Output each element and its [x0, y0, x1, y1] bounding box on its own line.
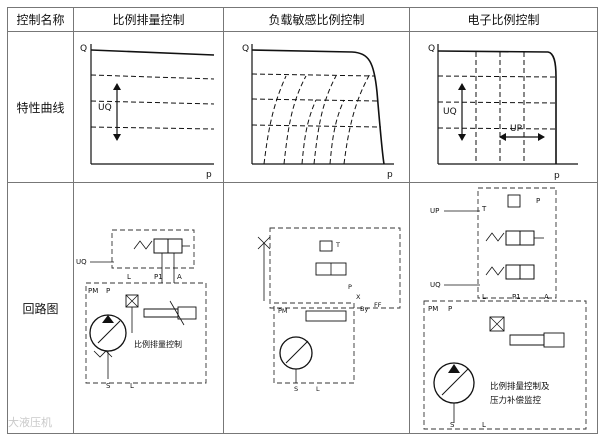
c3-p-top: P [536, 197, 540, 205]
circuit-proportional-displacement: UQ L P1 A PM P [76, 229, 207, 390]
c3-caption-1: 比例排量控制及 [490, 381, 550, 392]
curve-proportional-displacement: Q p UQ [80, 44, 215, 180]
curve-load-sensing: Q p [242, 44, 394, 180]
c3-up: UP [430, 207, 439, 215]
curve-electronic-proportional: Q p UQ UP [428, 44, 578, 181]
curve1-uq-label: UQ [98, 103, 112, 113]
c2-pm: PM [278, 307, 288, 315]
curve2-p-label: p [387, 170, 393, 180]
circuit-cell-2: T P X By FF PM S L [223, 182, 410, 434]
header-proportional-displacement: 比例排量控制 [73, 7, 224, 32]
curve1-q-label: Q [80, 44, 87, 54]
c1-l2: L [130, 382, 134, 390]
c3-l2: L [482, 421, 486, 429]
c1-caption: 比例排量控制 [134, 339, 182, 349]
c2-by: By [360, 305, 368, 313]
c3-t: T [481, 205, 487, 213]
header-control-name: 控制名称 [7, 7, 74, 32]
c1-uq: UQ [76, 258, 87, 266]
c3-p: P [448, 305, 452, 313]
watermark: 大液压机 [8, 416, 52, 429]
c3-a: A [544, 293, 549, 301]
c1-l: L [127, 273, 131, 281]
curve3-uq-label: UQ [443, 107, 457, 117]
c3-uq: UQ [430, 281, 441, 289]
c2-l: L [316, 385, 320, 393]
curve-cell-1: Q p UQ [73, 31, 224, 183]
c3-pm: PM [428, 305, 438, 313]
curve2-q-label: Q [242, 44, 249, 54]
curve3-p-label: p [554, 171, 560, 181]
c3-l: L [482, 293, 486, 301]
curve-cell-3: Q p UQ UP [409, 31, 598, 183]
c1-s: S [106, 382, 111, 390]
header-electronic-proportional: 电子比例控制 [409, 7, 598, 32]
curve3-up-label: UP [510, 124, 523, 134]
header-load-sensing: 负载敏感比例控制 [223, 7, 410, 32]
circuit-electronic-proportional: UP T P UQ L P1 A PM P [423, 187, 587, 430]
c2-s: S [294, 385, 298, 393]
c3-s: S [450, 421, 455, 429]
c2-x: X [356, 293, 361, 301]
circuit-load-sensing: T P X By FF PM S L [257, 227, 401, 393]
curve-cell-2: Q p [223, 31, 410, 183]
c2-p: P [348, 283, 352, 291]
row-label-curve: 特性曲线 [7, 31, 74, 183]
c1-pm: PM [88, 287, 98, 295]
c1-p1: P1 [154, 273, 163, 281]
c2-t: T [335, 241, 340, 249]
curve1-p-label: p [206, 170, 212, 180]
c2-ff: FF [374, 301, 382, 309]
c1-p: P [106, 287, 110, 295]
circuit-cell-3: UP T P UQ L P1 A PM P [409, 182, 598, 434]
curve3-q-label: Q [428, 44, 435, 54]
row-label-circuit: 回路图 [7, 182, 74, 434]
c3-caption-2: 压力补偿监控 [490, 395, 542, 406]
control-comparison-table: 控制名称 比例排量控制 负载敏感比例控制 电子比例控制 特性曲线 Q p UQ [7, 7, 598, 434]
c1-a: A [177, 273, 182, 281]
circuit-cell-1: UQ L P1 A PM P [73, 182, 224, 434]
c3-p1: P1 [512, 293, 521, 301]
